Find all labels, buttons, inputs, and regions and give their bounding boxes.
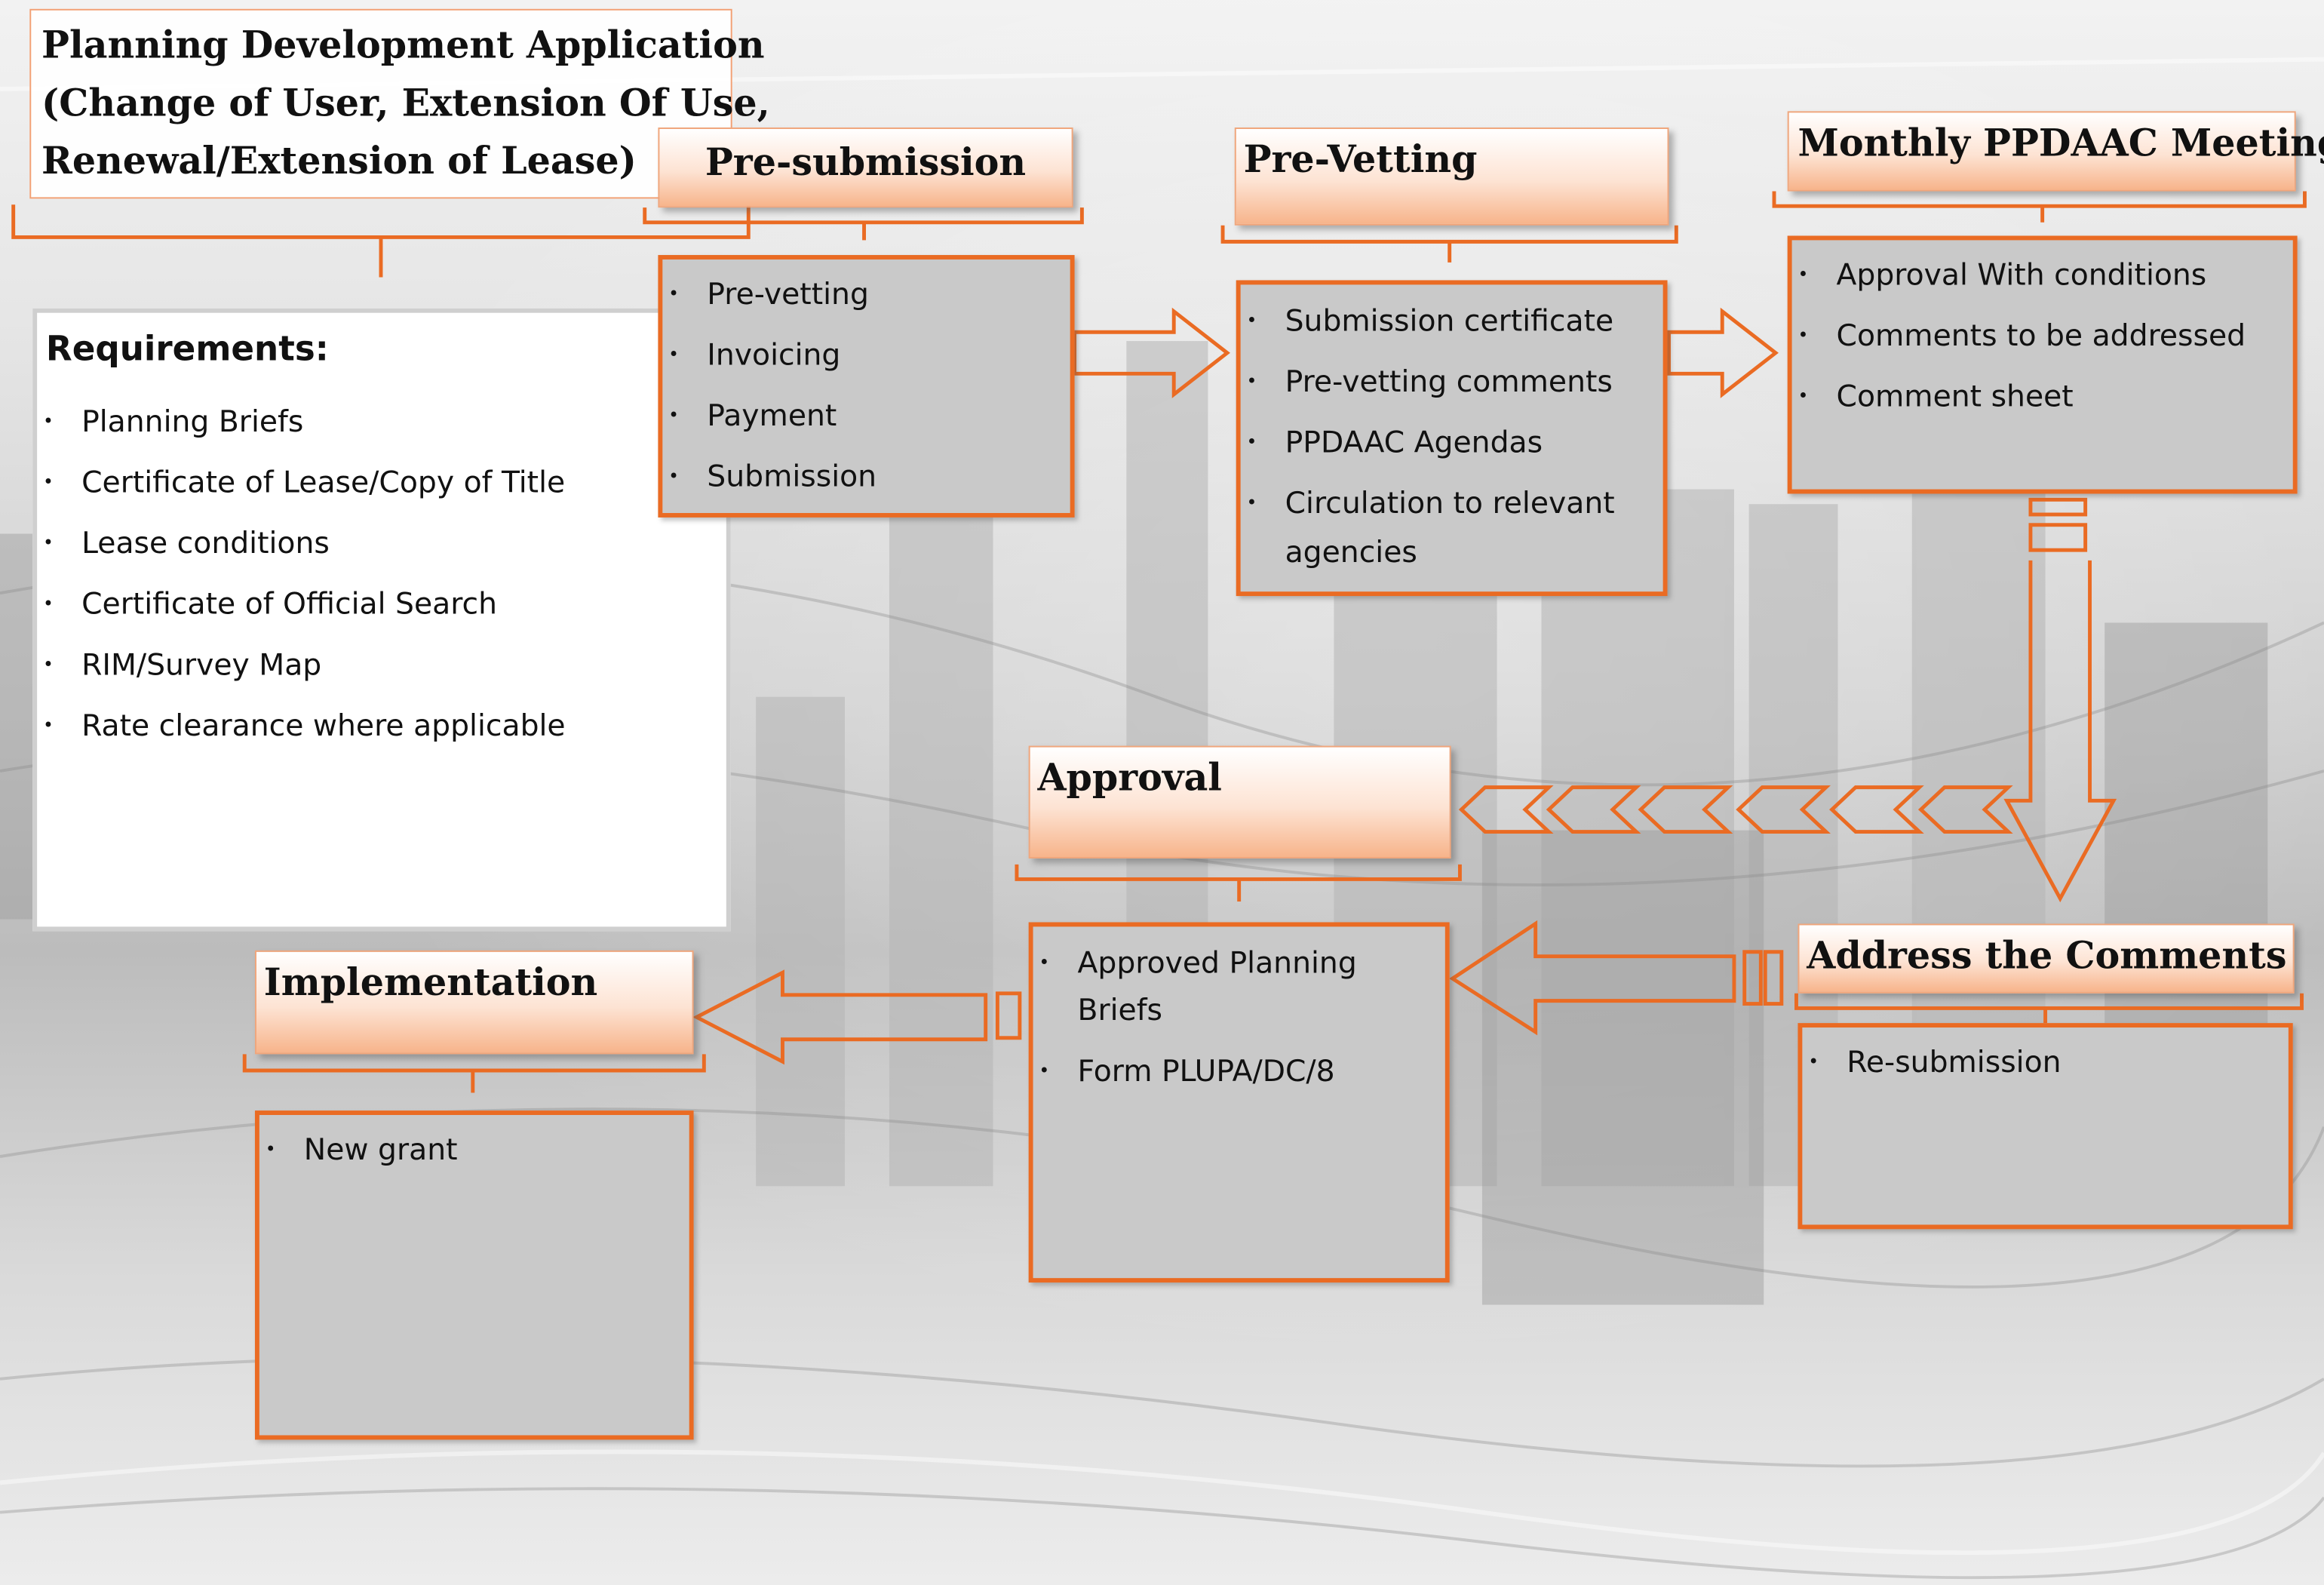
address-comments-list: Re-submission <box>1802 1027 2288 1100</box>
requirement-item: RIM/Survey Map <box>37 639 726 700</box>
chevron-1 <box>1917 785 2013 834</box>
requirement-item: Certificate of Official Search <box>37 579 726 640</box>
pre-submission-brace <box>643 207 1084 241</box>
chevron-2 <box>1829 785 1924 834</box>
chevron-5 <box>1546 785 1641 834</box>
monthly-meeting-heading: Monthly PPDAAC Meeting <box>1787 111 2324 192</box>
monthly-meeting-item: Comment sheet <box>1792 373 2293 435</box>
address-brace <box>1794 993 2304 1024</box>
approval-stub-2 <box>1763 950 1784 1006</box>
pre-vetting-box: Submission certificate Pre-vetting comme… <box>1236 280 1668 597</box>
chevron-3 <box>1736 785 1831 834</box>
approval-heading: Approval <box>1028 745 1451 859</box>
pre-submission-item: Pre-vetting <box>662 272 1070 333</box>
approval-box: Approved Planning Briefs Form PLUPA/DC/8 <box>1028 922 1450 1283</box>
monthly-meeting-list: Approval With conditions Comments to be … <box>1792 240 2293 434</box>
title-line-2: (Change of User, Extension Of Use, <box>41 81 770 125</box>
implementation-stub <box>995 991 1022 1040</box>
pre-submission-heading: Pre-submission <box>658 127 1073 208</box>
monthly-meeting-item: Comments to be addressed <box>1792 313 2293 374</box>
address-comments-item: Re-submission <box>1802 1040 2288 1101</box>
title-line-1: Planning Development Application <box>41 23 765 67</box>
arrow-to-approval <box>1449 920 1736 1036</box>
connector-tab-1 <box>2028 497 2088 517</box>
approval-item: Approved Planning Briefs <box>1033 938 1389 1034</box>
monthly-meeting-box: Approval With conditions Comments to be … <box>1787 235 2298 494</box>
requirements-heading: Requirements: <box>45 330 329 370</box>
title-line-3: Renewal/Extension of Lease) <box>41 139 637 183</box>
connector-tab-2 <box>2028 523 2088 552</box>
pre-submission-item: Invoicing <box>662 332 1070 393</box>
pre-submission-box: Pre-vetting Invoicing Payment Submission <box>658 255 1075 518</box>
pre-submission-item: Payment <box>662 393 1070 454</box>
implementation-item: New grant <box>259 1127 689 1188</box>
address-comments-heading: Address the Comments <box>1797 923 2295 994</box>
pre-vetting-item: Pre-vetting comments <box>1241 358 1641 407</box>
diagram-title: Planning Development Application (Change… <box>29 8 770 199</box>
arrow-to-implementation <box>692 969 988 1065</box>
monthly-brace <box>1772 191 2307 223</box>
requirement-item: Certificate of Lease/Copy of Title <box>37 456 726 518</box>
requirements-panel: Requirements: Planning Briefs Certificat… <box>32 308 731 932</box>
address-comments-box: Re-submission <box>1797 1023 2293 1230</box>
requirement-item: Lease conditions <box>37 518 726 579</box>
pre-vetting-item: Circulation to relevant agencies <box>1241 479 1641 577</box>
implementation-box: New grant <box>254 1110 694 1440</box>
pre-vetting-item: Submission certificate <box>1241 296 1641 346</box>
requirement-item: Planning Briefs <box>37 396 726 457</box>
pre-vetting-list: Submission certificate Pre-vetting comme… <box>1241 284 1641 576</box>
implementation-list: New grant <box>259 1115 689 1187</box>
arrow-to-monthly <box>1667 307 1779 398</box>
chevron-6 <box>1458 785 1554 834</box>
pre-vetting-heading: Pre-Vetting <box>1234 127 1669 226</box>
requirement-item: Rate clearance where applicable <box>37 700 726 761</box>
arrow-to-pre-vetting <box>1073 307 1230 398</box>
approval-list: Approved Planning Briefs Form PLUPA/DC/8 <box>1033 926 1389 1094</box>
approval-brace <box>1015 864 1462 902</box>
requirements-list: Planning Briefs Certificate of Lease/Cop… <box>37 396 726 760</box>
approval-item: Form PLUPA/DC/8 <box>1033 1047 1389 1095</box>
pre-vetting-item: PPDAAC Agendas <box>1241 418 1641 467</box>
title-brace <box>11 204 751 278</box>
pre-submission-item: Submission <box>662 453 1070 515</box>
chevron-4 <box>1638 785 1733 834</box>
pre-vetting-brace <box>1220 225 1678 263</box>
implementation-heading: Implementation <box>254 950 694 1055</box>
approval-stub-1 <box>1742 950 1763 1006</box>
monthly-meeting-item: Approval With conditions <box>1792 252 2293 313</box>
implementation-brace <box>242 1054 706 1093</box>
pre-submission-list: Pre-vetting Invoicing Payment Submission <box>662 260 1070 515</box>
arrow-to-address <box>2003 560 2117 903</box>
